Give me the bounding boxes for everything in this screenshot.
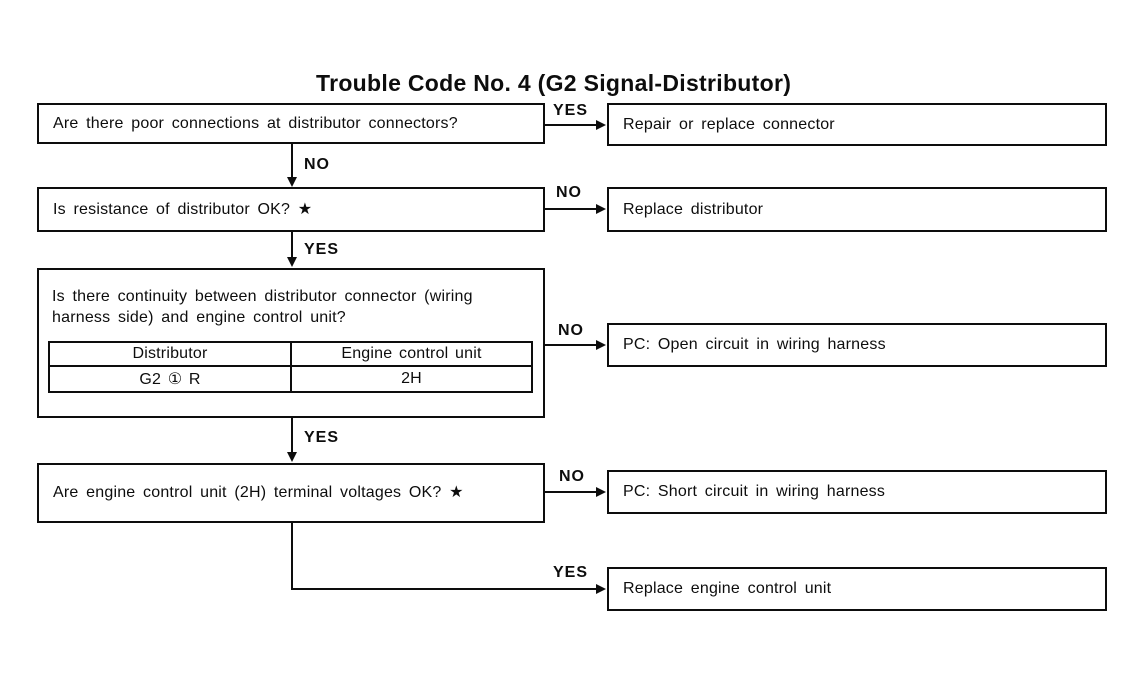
connector-line: [291, 523, 293, 590]
arrow-right: [596, 487, 606, 497]
branch-label-yes: YES: [553, 564, 589, 581]
connector-line: [545, 344, 598, 346]
question-box-3: Is there continuity between distributor …: [37, 268, 545, 418]
branch-label-no: NO: [558, 322, 584, 339]
arrow-down: [287, 452, 297, 462]
question-box-1: Are there poor connections at distributo…: [37, 103, 545, 144]
continuity-table: Distributor Engine control unit G2 ① R 2…: [48, 341, 533, 393]
table-header-distributor: Distributor: [50, 343, 292, 367]
question-box-2: Is resistance of distributor OK? ★: [37, 187, 545, 232]
arrow-right: [596, 584, 606, 594]
question-text: Are there poor connections at distributo…: [53, 114, 458, 132]
table-header-engine-control-unit: Engine control unit: [292, 343, 531, 367]
action-box-repair-connector: Repair or replace connector: [607, 103, 1107, 146]
connector-line: [291, 418, 293, 453]
action-text: Replace engine control unit: [623, 580, 832, 597]
branch-label-yes: YES: [304, 241, 340, 258]
action-text: Repair or replace connector: [623, 115, 835, 133]
branch-label-no: NO: [304, 156, 330, 173]
action-box-short-circuit: PC: Short circuit in wiring harness: [607, 470, 1107, 514]
question-text: Is resistance of distributor OK? ★: [53, 200, 313, 218]
arrow-down: [287, 177, 297, 187]
question-text: Are engine control unit (2H) terminal vo…: [53, 484, 464, 501]
arrow-right: [596, 340, 606, 350]
action-box-replace-distributor: Replace distributor: [607, 187, 1107, 232]
branch-label-yes: YES: [553, 102, 589, 119]
action-text: Replace distributor: [623, 200, 764, 218]
arrow-right: [596, 120, 606, 130]
arrow-down: [287, 257, 297, 267]
connector-line: [545, 208, 598, 210]
question-text: Is there continuity between distributor …: [52, 288, 473, 326]
action-box-replace-ecu: Replace engine control unit: [607, 567, 1107, 611]
branch-label-yes: YES: [304, 429, 340, 446]
connector-line: [545, 491, 598, 493]
page-title: Trouble Code No. 4 (G2 Signal-Distributo…: [316, 70, 792, 96]
arrow-right: [596, 204, 606, 214]
connector-line: [545, 124, 598, 126]
connector-line: [291, 588, 598, 590]
question-box-4: Are engine control unit (2H) terminal vo…: [37, 463, 545, 523]
branch-label-no: NO: [559, 468, 585, 485]
table-cell-ecu-terminal: 2H: [401, 370, 422, 387]
action-text: PC: Short circuit in wiring harness: [623, 483, 886, 500]
action-text: PC: Open circuit in wiring harness: [623, 336, 886, 353]
action-box-open-circuit: PC: Open circuit in wiring harness: [607, 323, 1107, 367]
table-cell-distributor-terminal: G2 ① R: [50, 367, 292, 391]
connector-line: [291, 144, 293, 179]
branch-label-no: NO: [556, 184, 582, 201]
connector-line: [291, 232, 293, 258]
